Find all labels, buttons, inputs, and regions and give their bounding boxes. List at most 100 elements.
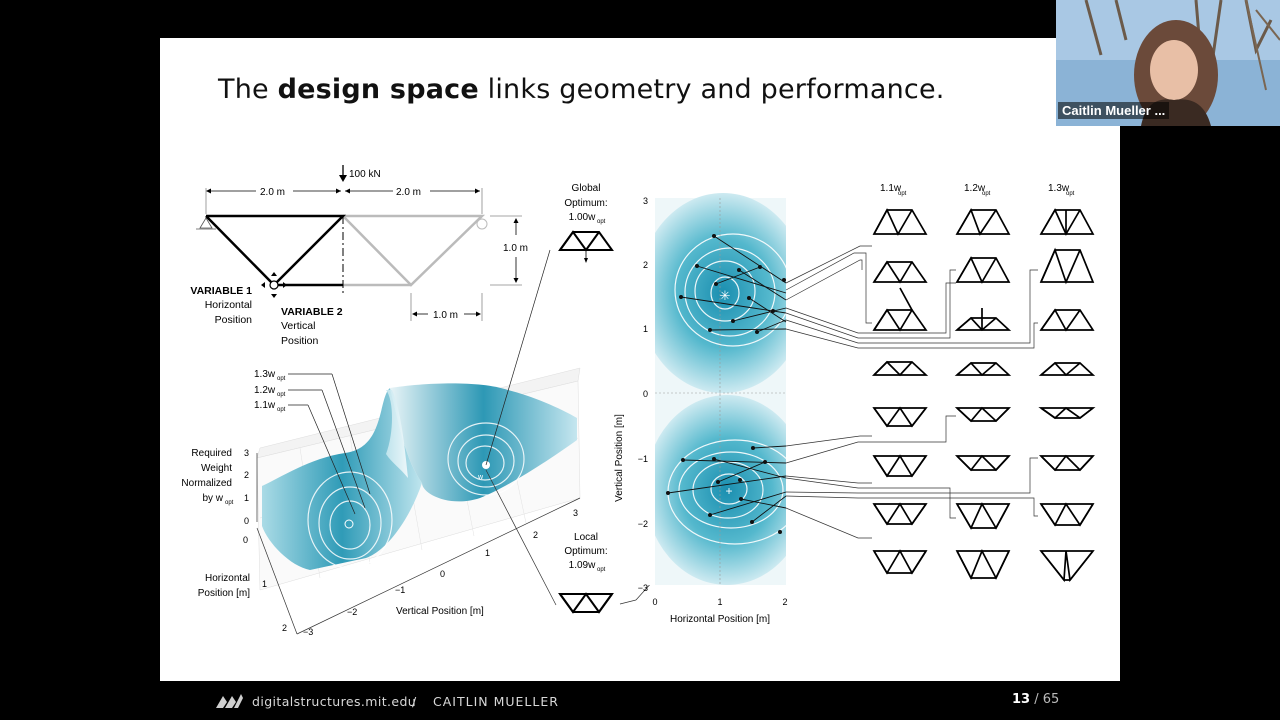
participant-video[interactable]: Caitlin Mueller ... (1056, 0, 1280, 126)
truss-r2c3 (1039, 247, 1095, 285)
h-axis-label-1: Horizontal (205, 573, 250, 584)
truss-r5c2 (954, 406, 1012, 423)
truss-r8c2 (955, 548, 1011, 581)
svg-text:opt: opt (982, 191, 991, 197)
svg-text:2: 2 (643, 260, 648, 270)
svg-text:Optimum:: Optimum: (564, 198, 607, 209)
surface-plot-3d: w 1.3w opt 1.2w opt 1.1w opt Required We… (181, 249, 581, 637)
connector-lines (785, 245, 1038, 539)
surface-label-1.2: 1.2w (254, 385, 276, 396)
variable1-line1: Horizontal (205, 299, 252, 311)
v-tick-0: 0 (440, 569, 445, 579)
truss-grid: 1.1w opt 1.2w opt 1.3w opt (871, 183, 1096, 583)
svg-text:Global: Global (572, 183, 601, 194)
svg-text:1.00w: 1.00w (569, 212, 596, 223)
column-1.3: 1.3w (1048, 183, 1070, 194)
z-axis-label-1: Required (191, 448, 232, 459)
surface-label-1.3: 1.3w (254, 369, 276, 380)
svg-text:−2: −2 (638, 519, 648, 529)
surface-label-1.1: 1.1w (254, 400, 276, 411)
footer-author: CAITLIN MUELLER (433, 694, 559, 709)
variable2-title: VARIABLE 2 (281, 306, 343, 318)
truss-diagram: 100 kN 2.0 m 2.0 m (190, 165, 528, 347)
v-tick-neg3: −3 (303, 627, 313, 637)
truss-r6c3 (1038, 454, 1095, 472)
v-tick-3: 3 (573, 508, 578, 518)
span-right-label: 2.0 m (396, 187, 421, 198)
svg-text:Local: Local (574, 532, 598, 543)
load-label: 100 kN (349, 169, 381, 180)
v-tick-1: 1 (485, 548, 490, 558)
svg-text:opt: opt (225, 500, 234, 506)
slide-figure: 100 kN 2.0 m 2.0 m (181, 165, 1096, 637)
truss-r8c1 (872, 549, 928, 575)
svg-text:3: 3 (643, 196, 648, 206)
contour-y-label: Vertical Position [m] (614, 414, 625, 502)
footer-site: digitalstructures.mit.edu (252, 694, 417, 709)
svg-text:0: 0 (643, 389, 648, 399)
svg-text:−3: −3 (638, 583, 648, 593)
contour-plot: ✳ + V (614, 193, 826, 625)
svg-text:1: 1 (717, 597, 722, 607)
z-axis-label-3: Normalized (181, 478, 232, 489)
height-label: 1.0 m (503, 243, 528, 254)
truss-r4c3 (1038, 361, 1096, 377)
svg-text:Optimum:: Optimum: (564, 546, 607, 557)
footer: digitalstructures.mit.edu / CAITLIN MUEL… (0, 684, 1280, 720)
v-tick-neg2: −2 (347, 607, 357, 617)
svg-text:opt: opt (1066, 191, 1075, 197)
column-1.1: 1.1w (880, 183, 902, 194)
truss-r3c1 (872, 287, 928, 332)
truss-r2c2 (955, 256, 1011, 284)
truss-r5c3 (1038, 406, 1096, 420)
truss-r7c3 (1039, 502, 1095, 527)
h-axis-label-2: Position [m] (198, 588, 250, 599)
v-tick-neg1: −1 (395, 585, 405, 595)
truss-r7c1 (872, 502, 928, 526)
svg-text:−1: −1 (638, 454, 648, 464)
truss-r5c1 (872, 406, 928, 428)
z-axis-label-2: Weight (201, 463, 232, 474)
truss-r7c2 (955, 502, 1011, 530)
page-indicator: 13 / 65 (1012, 692, 1060, 707)
surface-opt-mark: w (477, 474, 484, 481)
z-tick-3: 3 (244, 448, 249, 458)
svg-text:+: + (725, 484, 732, 498)
digital-structures-logo-icon (216, 694, 243, 708)
svg-text:opt: opt (597, 567, 606, 573)
truss-r3c3 (1039, 308, 1095, 332)
truss-r3c2 (954, 308, 1012, 332)
truss-r6c1 (872, 454, 928, 478)
variable1-line2: Position (215, 314, 253, 326)
footer-separator: / (412, 694, 417, 709)
v-axis-label: Vertical Position [m] (396, 606, 484, 617)
truss-r2c1 (872, 260, 928, 284)
truss-r4c1 (871, 360, 929, 377)
svg-text:2: 2 (782, 597, 787, 607)
svg-text:opt: opt (277, 392, 286, 398)
svg-text:opt: opt (277, 407, 286, 413)
panel-label: 1.0 m (433, 310, 458, 321)
svg-text:1.09w: 1.09w (569, 560, 596, 571)
svg-text:✳: ✳ (720, 288, 731, 303)
column-1.2: 1.2w (964, 183, 986, 194)
svg-text:opt: opt (277, 376, 286, 382)
z-tick-2: 2 (244, 470, 249, 480)
truss-r1c3 (1039, 208, 1095, 236)
z-tick-0: 0 (244, 516, 249, 526)
svg-text:opt: opt (597, 219, 606, 225)
svg-text:0: 0 (652, 597, 657, 607)
z-axis-label-4: by w (202, 493, 223, 504)
truss-r1c1 (872, 208, 928, 236)
variable2-line2: Position (281, 335, 319, 347)
variable1-title: VARIABLE 1 (190, 285, 252, 297)
h-tick-1: 1 (262, 579, 267, 589)
h-tick-0: 0 (243, 535, 248, 545)
truss-r4c2 (954, 361, 1012, 377)
z-tick-1: 1 (244, 493, 249, 503)
local-optimum: Local Optimum: 1.09w opt (485, 469, 733, 614)
truss-r6c2 (954, 454, 1011, 472)
v-tick-2: 2 (533, 530, 538, 540)
truss-r8c3 (1039, 550, 1095, 583)
slide: The design space links geometry and perf… (160, 38, 1120, 681)
